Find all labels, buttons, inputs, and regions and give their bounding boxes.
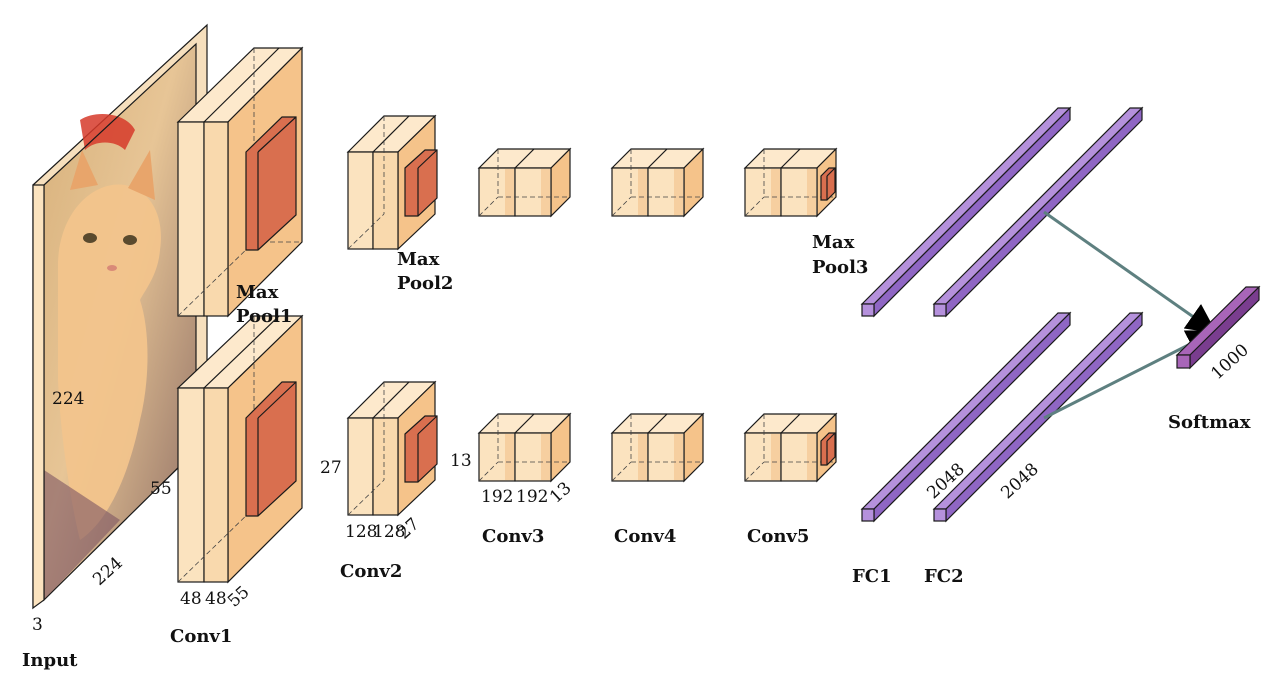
pool2-label-line1: Max (397, 249, 440, 270)
conv3-bottom-divider-edge (514, 413, 535, 434)
fc2-top-bar-front (933, 303, 947, 317)
conv3-bottom-hidden-d (478, 461, 499, 482)
fc1-label: FC1 (852, 566, 892, 587)
pool2-label-line2: Pool2 (397, 273, 453, 294)
conv1-dim-d: 55 (224, 582, 253, 611)
conv2-label: Conv2 (340, 561, 402, 582)
conv5-bottom-divider-edge (780, 413, 801, 434)
kitten-figure (44, 114, 161, 600)
conv1-dim-c1: 48 (180, 589, 202, 609)
input-layer: 224 224 3 Input (22, 23, 208, 671)
pool3-label-line1: Max (812, 232, 855, 253)
conv2-dim-c2: 128 (373, 522, 405, 542)
conv2-top (346, 114, 438, 251)
fc1-top-bar-front (861, 303, 875, 317)
conv4-bottom-hidden-d (611, 461, 632, 482)
conv4-top-stripe-a (638, 169, 647, 215)
fc-bars (860, 106, 1144, 523)
pool1-label-line1: Max (236, 282, 279, 303)
conv4-top-divider-edge (647, 148, 668, 169)
conv1-bottom (176, 314, 304, 584)
pool1-label-line2: Pool1 (236, 306, 292, 327)
conv3-label: Conv3 (482, 526, 544, 547)
fc2-bottom-bar-front (933, 508, 947, 522)
conv3-bottom-stripe-b (541, 434, 550, 480)
conv5-top-stripe-b (807, 169, 816, 215)
conv4-bottom-stripe-a (638, 434, 647, 480)
conv5-top-hidden-d (744, 196, 765, 217)
conv5-bottom-stripe-a (771, 434, 780, 480)
conv3-dim-d: 13 (546, 478, 575, 507)
conv1-label: Conv1 (170, 626, 232, 647)
input-dim-h: 224 (52, 389, 84, 409)
conv5-bottom-kernel-edge-a (826, 432, 836, 442)
softmax-layer (1175, 285, 1261, 370)
softmax-label: Softmax (1168, 412, 1251, 433)
conv1-dim-c2: 48 (205, 589, 227, 609)
conv1-top (176, 46, 304, 318)
conv345-blocks (477, 147, 838, 483)
conv3-dim-hw: 13 (450, 451, 472, 471)
conv5-top-divider-edge (780, 148, 801, 169)
conv5-top-kernel-edge-a (826, 167, 836, 177)
conv3-top-divider-edge (514, 148, 535, 169)
conv5-top-stripe-a (771, 169, 780, 215)
fc2-label: FC2 (924, 566, 964, 587)
conv4-bottom-divider-edge (647, 413, 668, 434)
conv3-dim-c2: 192 (516, 487, 548, 507)
fc1-bottom-bar-front (861, 508, 875, 522)
conv4-top-hidden-d (611, 196, 632, 217)
conv5-bottom-hidden-d (744, 461, 765, 482)
conv4-bottom-stripe-b (674, 434, 683, 480)
conv4-label: Conv4 (614, 526, 676, 547)
input-label: Input (22, 650, 78, 671)
pool3-label-line2: Pool3 (812, 257, 868, 278)
conv5-bottom-stripe-b (807, 434, 816, 480)
fc2-dim: 2048 (997, 459, 1043, 503)
conv2-bottom (346, 380, 438, 517)
conv3-dim-c1: 192 (481, 487, 513, 507)
arrow-fc2-bottom-to-softmax (1043, 330, 1218, 420)
conv3-top-stripe-b (541, 169, 550, 215)
conv3-bottom-stripe-a (505, 434, 514, 480)
input-dim-w: 224 (89, 553, 126, 590)
conv4-top-stripe-b (674, 169, 683, 215)
softmax-dim: 1000 (1207, 340, 1253, 384)
conv5-bottom-kernel (820, 432, 836, 466)
conv3-top-stripe-a (505, 169, 514, 215)
arrow-fc2-top-to-softmax (1043, 210, 1217, 334)
conv5-top-kernel (820, 167, 836, 201)
conv1-dim-hw: 55 (150, 479, 172, 499)
conv2-dim-c1: 128 (345, 522, 377, 542)
input-dim-c: 3 (32, 615, 43, 635)
conv5-label: Conv5 (747, 526, 809, 547)
conv2-dim-hw: 27 (320, 458, 342, 478)
input-front-edge (32, 184, 45, 610)
conv3-top-hidden-d (478, 196, 499, 217)
